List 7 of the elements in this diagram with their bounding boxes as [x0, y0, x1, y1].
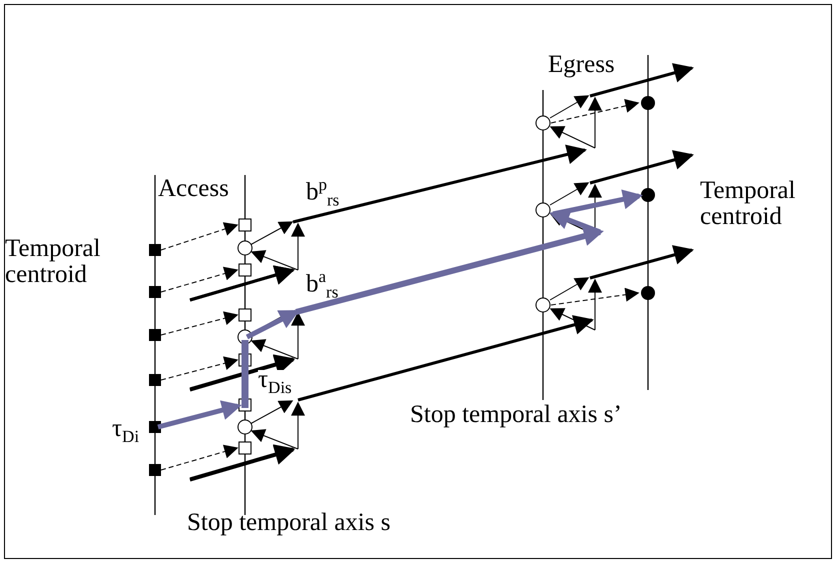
axis-label: Access [158, 176, 229, 202]
axis-title: Stop temporal axis s [187, 510, 390, 536]
variable-label: τ$_{Di}$ [112, 416, 140, 448]
node-label: Temporal centroid [5, 236, 102, 288]
node-label: Temporal centroid [700, 178, 796, 230]
axis-label: Egress [548, 52, 615, 78]
axis-title: Stop temporal axis s’ [410, 402, 622, 428]
